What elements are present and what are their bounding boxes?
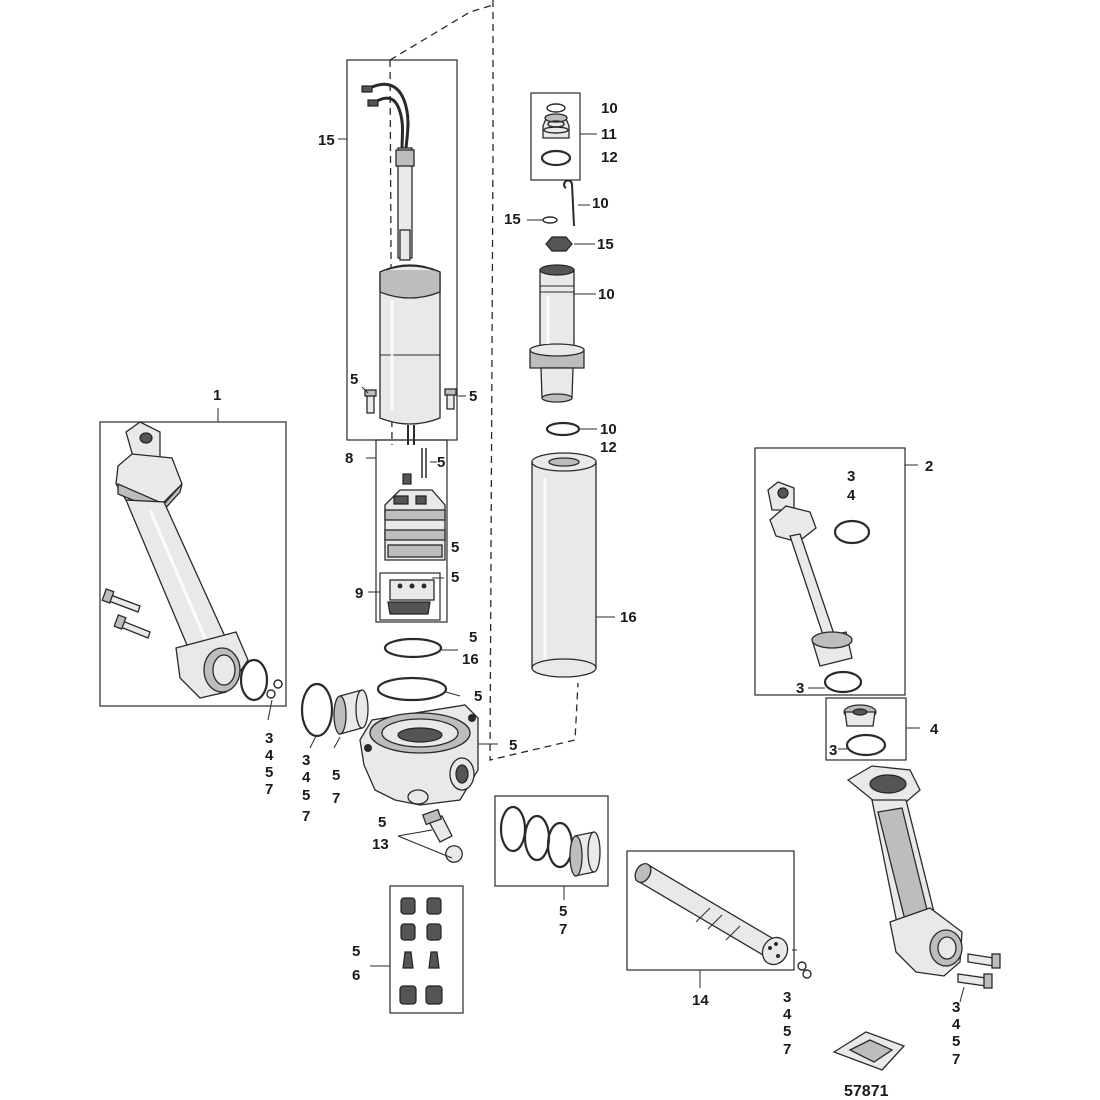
label-stack-left-a: 3 4 5 7 (265, 730, 274, 798)
label-5-ring2: 5 (474, 688, 482, 705)
stack-seals-1: 5 (559, 903, 567, 920)
label-10-top: 10 (601, 100, 618, 117)
stack-right-3: 5 (952, 1033, 960, 1050)
label-4-box: 4 (930, 721, 939, 738)
trim-cylinder-right (846, 765, 1001, 1003)
stack-right-1: 3 (952, 999, 960, 1016)
stack-left-b-1: 3 (302, 752, 310, 769)
manifold-base (359, 704, 498, 806)
figure-number: 57871 (844, 1083, 889, 1100)
label-12-top: 12 (601, 149, 618, 166)
label-12-ring: 12 (600, 439, 617, 456)
stack-left-b-3: 5 (302, 787, 310, 804)
reservoir (531, 452, 615, 678)
label-9: 9 (355, 585, 363, 602)
left-bushing (300, 682, 369, 749)
label-5-bolt-left: 5 (350, 371, 358, 388)
stack-shaft-4: 7 (783, 1041, 791, 1058)
label-5-fittings: 5 (352, 943, 360, 960)
check-valve (397, 808, 463, 863)
trim-cylinder-left (99, 408, 287, 721)
label-5-stud: 5 (437, 454, 445, 471)
label-5-ring1: 5 (469, 629, 477, 646)
stack-left-a-2: 4 (265, 747, 274, 764)
stack-right-2: 4 (952, 1016, 961, 1033)
right-piston (825, 697, 920, 761)
label-stack-seals: 5 7 (559, 903, 567, 938)
stack-left-c-2: 7 (332, 790, 340, 807)
stack-left-a-1: 3 (265, 730, 273, 747)
label-5-valve: 5 (451, 569, 459, 586)
label-stack-right: 3 4 5 7 (952, 999, 961, 1068)
label-10-pin: 10 (592, 195, 609, 212)
motor-bolts (361, 386, 466, 414)
label-10-ring: 10 (600, 421, 617, 438)
label-stack-left-b: 3 4 5 7 (302, 752, 311, 825)
pump-assembly (366, 439, 448, 623)
stack-shaft-1: 3 (783, 989, 791, 1006)
label-6: 6 (352, 967, 360, 984)
label-1: 1 (213, 387, 221, 404)
label-stack-left-c: 5 7 (332, 767, 340, 807)
pin-and-nut (527, 179, 595, 252)
label-3-box: 3 (829, 742, 837, 759)
tilt-shaft (626, 850, 812, 988)
trim-rod-right (754, 447, 918, 696)
label-8: 8 (345, 450, 353, 467)
stack-left-a-3: 5 (265, 764, 273, 781)
label-16-reservoir: 16 (620, 609, 637, 626)
label-16-ring1: 16 (462, 651, 479, 668)
valve-block (368, 572, 444, 621)
stack-shaft-3: 5 (783, 1023, 791, 1040)
label-3-top: 3 (847, 468, 855, 485)
label-15-nut: 15 (597, 236, 614, 253)
label-5-pump: 5 (451, 539, 459, 556)
stack-right-4: 7 (952, 1051, 960, 1068)
label-15-oring: 15 (504, 211, 521, 228)
stack-left-c-1: 5 (332, 767, 340, 784)
stack-seals-2: 7 (559, 921, 567, 938)
stack-left-b-4: 7 (302, 808, 310, 825)
motor-assembly (338, 59, 458, 445)
label-14: 14 (692, 992, 709, 1009)
label-11-top: 11 (601, 126, 617, 143)
stack-left-b-2: 4 (302, 769, 311, 786)
pump-orings (376, 637, 461, 702)
label-5-base: 5 (509, 737, 517, 754)
reservoir-oring (545, 421, 597, 437)
piston-tube (529, 264, 596, 403)
seal-kit (494, 795, 609, 900)
label-10-tube: 10 (598, 286, 615, 303)
label-5-bolt-right: 5 (469, 388, 477, 405)
label-2: 2 (925, 458, 933, 475)
cap-assembly (530, 92, 597, 181)
stack-left-a-4: 7 (265, 781, 273, 798)
label-3-mid: 3 (796, 680, 804, 697)
fittings-kit (370, 885, 464, 1014)
label-15-motor: 15 (318, 132, 335, 149)
stack-shaft-2: 4 (783, 1006, 792, 1023)
label-13: 13 (372, 836, 389, 853)
logo-graphic (832, 1031, 906, 1071)
alignment-lines (389, 0, 579, 761)
label-5-valve13: 5 (378, 814, 386, 831)
label-4-top: 4 (847, 487, 856, 504)
label-stack-shaft: 3 4 5 7 (783, 989, 792, 1058)
